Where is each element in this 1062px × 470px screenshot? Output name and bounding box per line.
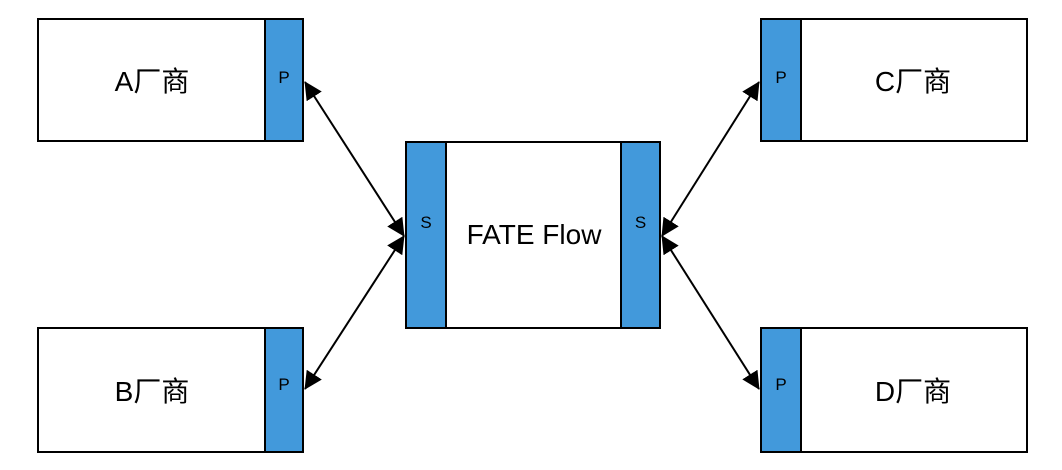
vendor-a-port: P <box>264 18 304 142</box>
vendor-a-label: A厂商 <box>114 66 190 97</box>
vendor-d-port-label: P <box>775 375 787 394</box>
connection-a-flow <box>304 81 405 237</box>
vendor-d-label: D厂商 <box>874 376 952 407</box>
connection-d-flow <box>661 235 760 390</box>
vendor-a-box <box>37 18 304 142</box>
fate-flow-left-port: S <box>405 141 447 329</box>
vendor-c-port-label: P <box>775 68 787 87</box>
vendor-a-port-label: P <box>278 68 290 87</box>
vendor-b-label: B厂商 <box>114 376 190 407</box>
connection-c-flow <box>661 81 760 237</box>
fate-flow-label: FATE Flow <box>466 219 602 250</box>
vendor-b-port: P <box>264 327 304 453</box>
vendor-c-port: P <box>760 18 802 142</box>
vendor-c-label: C厂商 <box>874 66 952 97</box>
vendor-c-box <box>760 18 1028 142</box>
fate-flow-left-port-label: S <box>420 213 432 232</box>
vendor-b-box <box>37 327 304 453</box>
vendor-d-port: P <box>760 327 802 453</box>
connection-b-flow <box>304 235 405 390</box>
fate-flow-right-port-label: S <box>634 213 647 232</box>
fate-flow-right-port: S <box>620 141 661 329</box>
vendor-d-box <box>760 327 1028 453</box>
vendor-b-port-label: P <box>278 375 290 394</box>
